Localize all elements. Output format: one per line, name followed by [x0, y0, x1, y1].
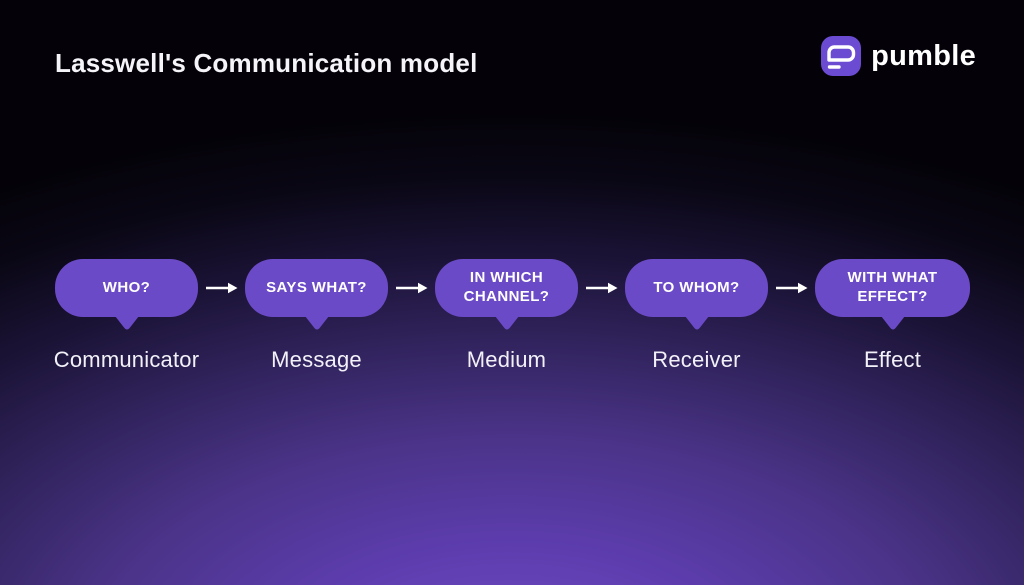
stage-receiver: TO WHOM? Receiver	[625, 259, 768, 373]
speech-bubble-to-whom: TO WHOM?	[625, 259, 768, 330]
bubble-tail	[880, 316, 905, 330]
stage-message: SAYS WHAT? Message	[245, 259, 388, 373]
bubble-question: SAYS WHAT?	[266, 278, 367, 296]
communication-flow-diagram: WHO? Communicator SAYS WHAT? Message IN …	[0, 259, 1024, 373]
right-arrow-icon	[768, 281, 815, 295]
right-arrow-icon	[198, 281, 245, 295]
stage-label: Receiver	[652, 347, 741, 372]
right-arrow-icon	[578, 281, 625, 295]
pumble-speech-bubble-icon	[821, 36, 862, 76]
right-arrow-icon	[388, 281, 435, 295]
pumble-logo: pumble	[821, 36, 976, 76]
stage-label: Message	[271, 347, 362, 372]
stage-label: Communicator	[53, 347, 200, 372]
bubble-tail	[684, 316, 709, 330]
logo-text: pumble	[871, 39, 976, 72]
bubble-question: WHO?	[102, 278, 151, 296]
stage-label: Effect	[863, 347, 922, 372]
bubble-tail	[114, 316, 139, 330]
page-title: Lasswell's Communication model	[55, 48, 478, 78]
bubble-question: IN WHICH CHANNEL?	[463, 269, 550, 305]
bubble-question: TO WHOM?	[653, 278, 740, 296]
speech-bubble-says-what: SAYS WHAT?	[245, 259, 388, 330]
speech-bubble-with-what-effect: WITH WHAT EFFECT?	[815, 259, 970, 330]
bubble-tail	[494, 316, 519, 330]
bubble-question: WITH WHAT EFFECT?	[847, 269, 938, 305]
bubble-tail	[304, 316, 329, 330]
stage-label: Medium	[466, 347, 547, 372]
speech-bubble-in-which-channel: IN WHICH CHANNEL?	[435, 259, 578, 330]
speech-bubble-who: WHO?	[55, 259, 198, 330]
stage-medium: IN WHICH CHANNEL? Medium	[435, 259, 578, 373]
stage-communicator: WHO? Communicator	[53, 259, 200, 373]
stage-effect: WITH WHAT EFFECT? Effect	[815, 259, 970, 373]
